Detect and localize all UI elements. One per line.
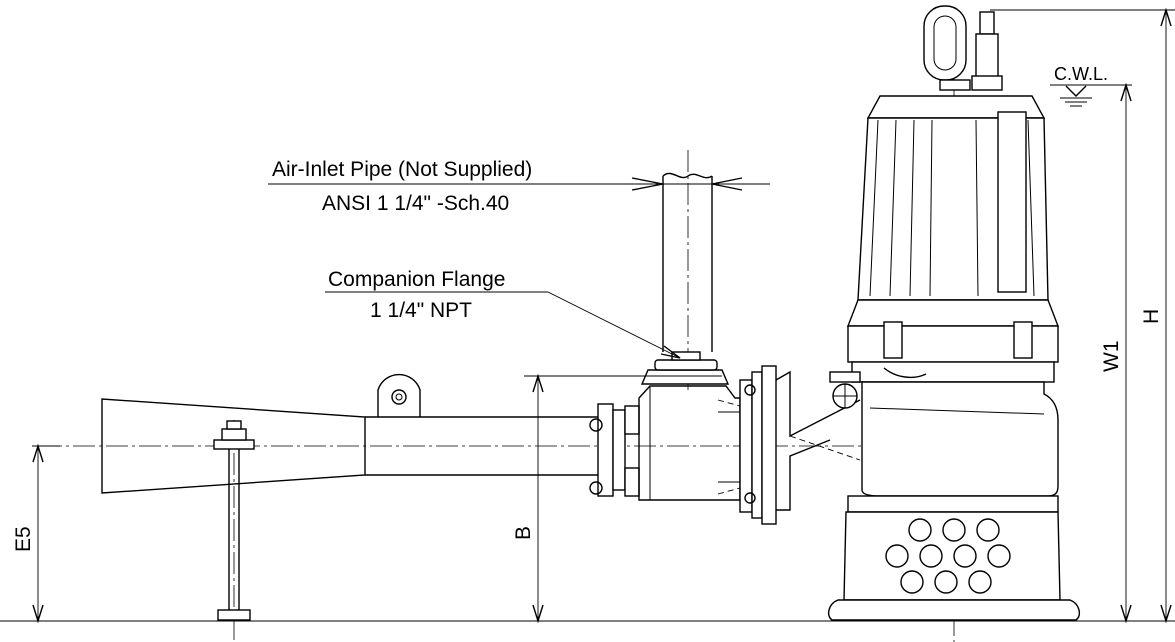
air-inlet-pipe — [662, 172, 713, 352]
air-inlet-title: Air-Inlet Pipe (Not Supplied) — [272, 158, 532, 181]
pump-casing — [827, 371, 1081, 621]
dim-w1 — [1108, 82, 1132, 624]
dim-h-label: H — [1140, 309, 1163, 324]
air-inlet-spec: ANSI 1 1/4" -Sch.40 — [322, 192, 509, 215]
dim-b-label: B — [512, 526, 535, 540]
flange-title: Companion Flange — [328, 268, 505, 291]
support-stand — [213, 420, 255, 621]
pump-motor — [846, 5, 1060, 383]
water-level-label: C.W.L. — [1054, 64, 1108, 84]
mixing-body — [589, 351, 861, 525]
flange-spec: 1 1/4" NPT — [370, 299, 472, 322]
dim-b — [524, 373, 660, 624]
dim-e5-label: E5 — [12, 526, 35, 552]
ejector-nozzle — [101, 373, 598, 494]
dim-w1-label: W1 — [1100, 341, 1123, 373]
water-level-symbol — [1050, 84, 1108, 107]
dim-e5 — [32, 443, 60, 624]
dim-h — [990, 7, 1175, 624]
